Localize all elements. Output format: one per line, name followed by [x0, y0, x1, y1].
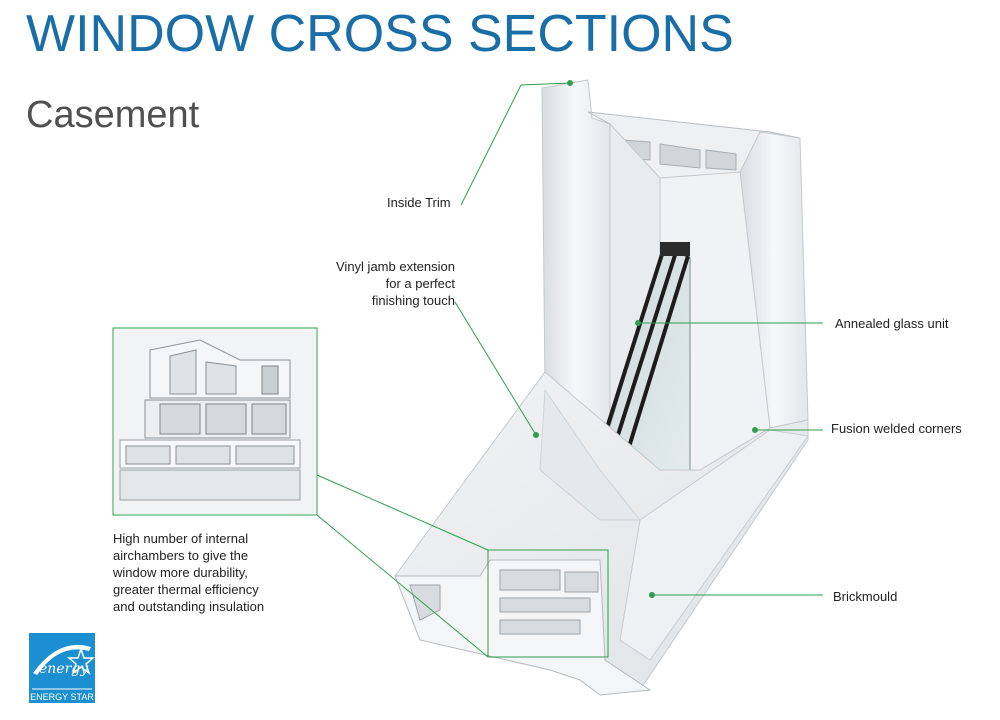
sill-assembly	[394, 371, 809, 696]
callout-inside-trim: Inside Trim	[387, 195, 451, 210]
callout-vinyl-jamb-line: for a perfect	[385, 276, 455, 291]
sill-groove	[539, 388, 642, 521]
energy-star-caption: ENERGY STAR	[30, 692, 94, 702]
callout-vinyl-jamb: Vinyl jamb extension for a perfect finis…	[300, 258, 455, 309]
leader-vinyl-jamb	[454, 301, 537, 436]
leader-inside-trim	[460, 84, 522, 206]
callout-airchambers: High number of internal airchambers to g…	[113, 530, 264, 615]
callout-brickmould: Brickmould	[833, 589, 898, 604]
brickmould-sill	[619, 429, 809, 661]
callout-fusion-welded: Fusion welded corners	[831, 421, 962, 436]
sill-detail-box	[487, 549, 609, 658]
page-subtitle: Casement	[26, 94, 200, 136]
energy-script: energy	[39, 661, 89, 677]
leader-inset-top	[316, 474, 489, 551]
page-title: WINDOW CROSS SECTIONS	[26, 5, 734, 63]
callout-vinyl-jamb-line: Vinyl jamb extension	[336, 259, 455, 274]
airchamber-inset	[112, 327, 318, 516]
callout-airchambers-line: window more durability,	[113, 565, 248, 580]
callout-airchambers-line: greater thermal efficiency	[113, 582, 259, 597]
energy-star-logo: energy ENERGY STAR	[29, 633, 95, 703]
sill-front-chambers	[409, 569, 599, 635]
callout-vinyl-jamb-line: finishing touch	[371, 293, 455, 308]
leader-inset-bottom	[316, 514, 489, 658]
callout-annealed-glass: Annealed glass unit	[835, 316, 949, 331]
callout-airchambers-line: and outstanding insulation	[113, 599, 265, 614]
star-icon	[66, 646, 95, 676]
callout-airchambers-line: High number of internal	[113, 531, 249, 546]
callout-airchambers-line: airchambers to give the	[113, 548, 249, 563]
leader-lines	[316, 80, 823, 658]
